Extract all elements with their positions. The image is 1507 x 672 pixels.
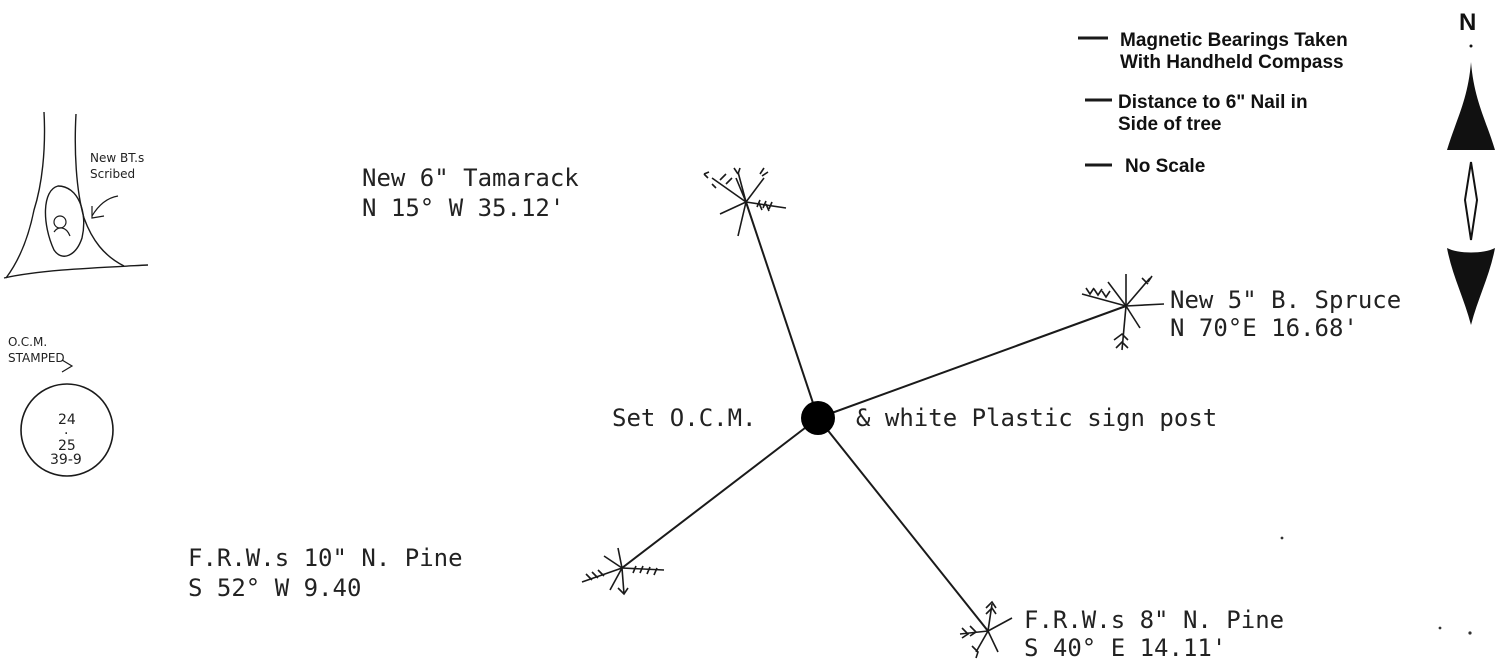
label-tamarack: New 6" Tamarack N 15° W 35.12' <box>362 164 579 222</box>
ocm-label-line-1: O.C.M. <box>8 335 47 349</box>
label-pine-se: F.R.W.s 8" N. Pine S 40° E 14.11' <box>1024 606 1284 662</box>
stray-dot <box>1468 631 1472 635</box>
inset-note-line-2: Scribed <box>90 167 135 181</box>
line-to-pine-sw <box>621 417 819 569</box>
north-arrow-diamond-icon <box>1463 161 1479 241</box>
ocm-center-marker <box>801 401 835 435</box>
ocm-arrow-icon <box>61 359 74 373</box>
line-to-pine-se <box>817 417 989 632</box>
stray-dot <box>1438 626 1442 630</box>
bearing-lines <box>621 201 1127 632</box>
center-label-right: & white Plastic sign post <box>856 404 1217 432</box>
ocm-stamp-line-4: 39-9 <box>50 452 82 468</box>
north-arrow: N <box>1447 9 1495 325</box>
pointer-arrow-icon <box>91 195 119 217</box>
inset-note-line-1: New BT.s <box>90 151 144 165</box>
inset-tree-sketch: New BT.s Scribed <box>3 111 149 279</box>
center-label-left: Set O.C.M. <box>612 404 757 432</box>
inset-ocm-stamp: O.C.M. STAMPED 24 . 25 39-9 <box>8 335 114 477</box>
tree-symbol-pine-se <box>959 600 1013 659</box>
spruce-line-2: N 70°E 16.68' <box>1170 314 1358 342</box>
tree-symbol-spruce <box>1081 274 1165 351</box>
north-dot <box>1469 44 1473 48</box>
pine-se-line-2: S 40° E 14.11' <box>1024 634 1226 662</box>
tree-symbol-pine-sw <box>581 547 665 596</box>
label-pine-sw: F.R.W.s 10" N. Pine S 52° W 9.40 <box>188 544 463 602</box>
legend-item-1-line-1: Magnetic Bearings Taken <box>1120 30 1348 51</box>
spruce-line-1: New 5" B. Spruce <box>1170 286 1401 314</box>
pine-sw-line-2: S 52° W 9.40 <box>188 574 361 602</box>
pine-se-line-1: F.R.W.s 8" N. Pine <box>1024 606 1284 634</box>
pine-sw-line-1: F.R.W.s 10" N. Pine <box>188 544 463 572</box>
blaze-icon <box>44 185 85 257</box>
stray-dot <box>1280 536 1284 540</box>
legend-item-3-line-1: No Scale <box>1125 156 1205 177</box>
label-spruce: New 5" B. Spruce N 70°E 16.68' <box>1170 286 1401 342</box>
ocm-stamp-circle <box>20 383 114 477</box>
legend: Magnetic Bearings Taken With Handheld Co… <box>1078 30 1348 177</box>
tree-symbol-tamarack <box>703 167 787 237</box>
ocm-stamp-line-2: . <box>64 422 68 438</box>
line-to-tamarack <box>745 201 819 419</box>
ocm-label-line-2: STAMPED <box>8 351 65 365</box>
north-label: N <box>1459 9 1476 36</box>
legend-item-2-line-1: Distance to 6" Nail in <box>1118 92 1308 113</box>
legend-item-1-line-2: With Handheld Compass <box>1120 52 1344 73</box>
line-to-spruce <box>817 305 1127 419</box>
ocm-stamp-line-1: 24 <box>58 412 76 428</box>
tamarack-line-2: N 15° W 35.12' <box>362 194 564 222</box>
north-arrow-head-icon <box>1447 62 1495 150</box>
legend-item-2-line-2: Side of tree <box>1118 114 1221 135</box>
ocm-stamp-line-3: 25 <box>58 438 76 454</box>
tamarack-line-1: New 6" Tamarack <box>362 164 579 192</box>
north-arrow-tail-icon <box>1447 248 1495 325</box>
